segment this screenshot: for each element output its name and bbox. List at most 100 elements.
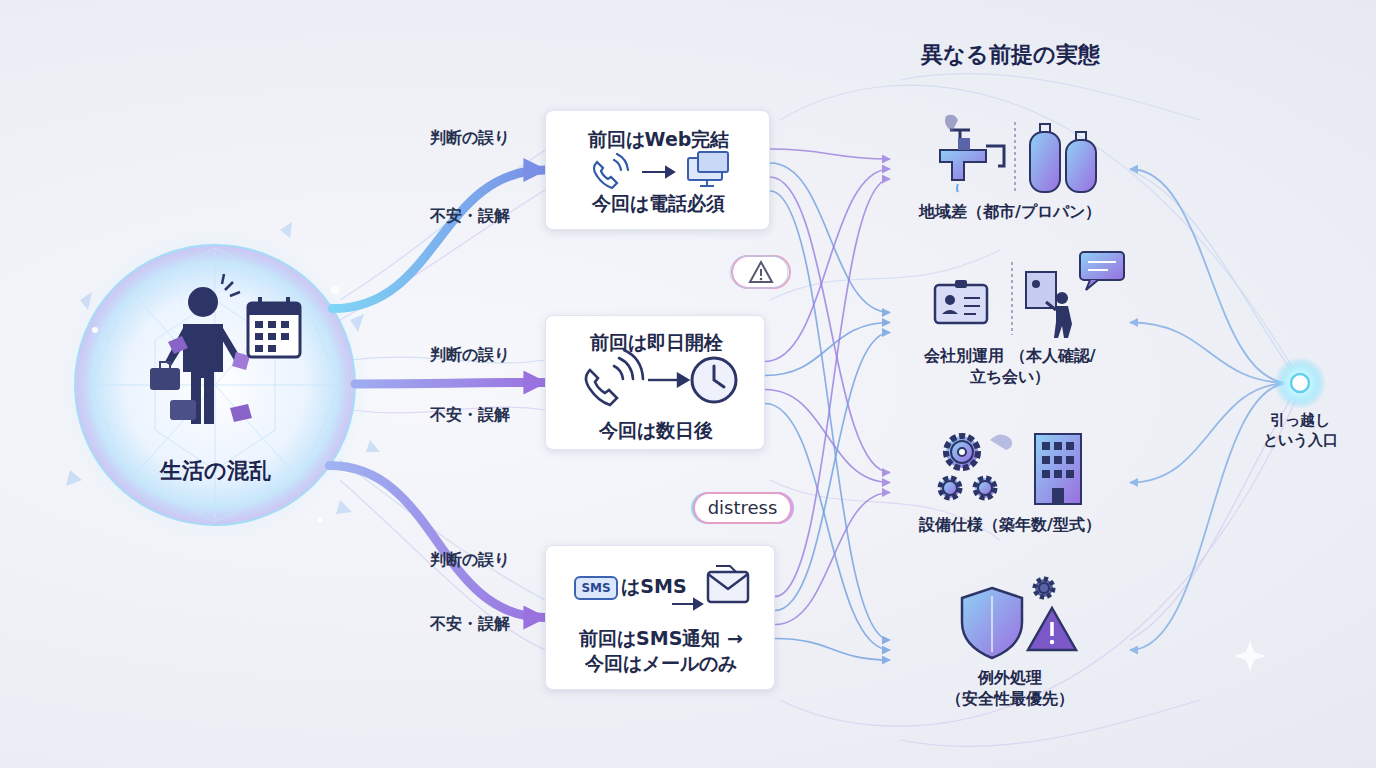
- clock-icon: [692, 358, 736, 402]
- gear-icon-part: [1035, 579, 1053, 597]
- calendar-icon-part-part: [281, 333, 289, 340]
- sphere-graphic-part-part: [92, 327, 98, 333]
- node-text: 今回は電話必須: [546, 191, 771, 216]
- building-icon-part-part: [1052, 488, 1064, 504]
- person-icon-part: [170, 400, 196, 420]
- person-icon: [150, 274, 252, 424]
- calendar-icon-part: [286, 297, 290, 307]
- building-icon-part-part: [1054, 456, 1062, 464]
- case-box: 前回は即日開栓今回は数日後: [545, 315, 765, 450]
- gear-icon-part: [990, 434, 1012, 450]
- faucet-icon-part: [958, 138, 970, 150]
- faucet-icon-part: [940, 150, 986, 180]
- node-text: 例外処理 （安全性最優先）: [920, 668, 1100, 710]
- warning-pill-part: [730, 256, 788, 288]
- propane-tank-icon-part: [1066, 140, 1096, 192]
- arrow-symbol-part: [648, 379, 678, 381]
- decor-curves-part: [780, 390, 1300, 726]
- gear-icon-part: [951, 441, 973, 463]
- decor-curves-part: [340, 480, 545, 650]
- monitor-icon-part: [688, 158, 722, 180]
- building-icon-part-part: [1042, 456, 1050, 464]
- envelope-icon-part: [716, 566, 736, 572]
- category-group: 会社別運用 （本人確認/立ち会い）: [890, 250, 1130, 395]
- propane-tank-icon-part: [1040, 124, 1086, 140]
- clock-icon-part: [714, 366, 724, 387]
- arrow-symbol-part: [694, 599, 702, 609]
- calendar-icon-part-part: [255, 345, 263, 352]
- arrow-symbol-part: [672, 603, 694, 605]
- connector: [765, 390, 890, 483]
- connector: [770, 163, 890, 313]
- sphere-graphic: [57, 222, 380, 543]
- staff-visit-icon-part: [1026, 272, 1056, 308]
- diagram-title: 異なる前提の実態: [875, 40, 1145, 70]
- connector: [765, 404, 890, 651]
- connector: [329, 466, 545, 618]
- clock-icon-part: [692, 358, 736, 402]
- connector: [775, 493, 890, 625]
- person-icon-part: [150, 368, 180, 390]
- building-icon-part-part: [1066, 456, 1074, 464]
- faucet-icon-part: [950, 130, 970, 138]
- warning-pill-part: [732, 256, 790, 288]
- entry-dot: [1274, 357, 1326, 409]
- building-icon-part-part: [1054, 470, 1062, 478]
- decor-curves-part: [1130, 170, 1300, 383]
- connector: [775, 333, 890, 611]
- staff-visit-icon-part: [1046, 302, 1056, 310]
- building-icon-part-part: [1054, 442, 1062, 450]
- calendar-icon: [248, 297, 300, 357]
- person-icon-part: [188, 287, 218, 317]
- sphere-graphic-part-part: [80, 292, 92, 310]
- connector: [1130, 383, 1290, 650]
- warning-icon-part: [1050, 640, 1054, 644]
- arrow-label: 不安・誤解: [412, 206, 528, 227]
- calendar-icon-part: [248, 303, 300, 357]
- node-text: 設備仕様（築年数/型式）: [890, 515, 1130, 536]
- warning-icon-part: [1028, 608, 1076, 650]
- connector: [1130, 323, 1290, 384]
- staff-visit-icon-part: [1056, 292, 1068, 304]
- case-box: SMSはSMS前回はSMS通知 →今回はメールのみ: [545, 545, 775, 690]
- arrow-symbol-part: [678, 374, 688, 386]
- id-card-icon-part: [945, 295, 955, 305]
- calendar-icon-part: [248, 303, 300, 315]
- building-icon: [1035, 434, 1081, 504]
- sphere-graphic-part-part: [280, 222, 292, 238]
- gear-icon: [940, 434, 1012, 498]
- node-text: 前回はWeb完結: [546, 127, 771, 152]
- connector: [770, 149, 890, 159]
- node-text: はSMS: [618, 574, 690, 599]
- envelope-icon: [708, 566, 748, 602]
- decor-curves-part: [350, 407, 545, 413]
- building-icon-part-part: [1042, 470, 1050, 478]
- arrow-symbol: [642, 167, 674, 177]
- id-card-icon: [935, 280, 987, 323]
- monitor-icon-part: [698, 152, 728, 172]
- arrow-symbol-part: [642, 171, 666, 173]
- calendar-icon-part: [255, 321, 289, 352]
- id-card-icon-part: [955, 280, 967, 288]
- node-text: 前回はSMS通知 →今回はメールのみ: [556, 626, 766, 675]
- id-card-icon-part: [964, 298, 980, 314]
- connector: [775, 179, 890, 597]
- arrow-symbol: [672, 599, 702, 609]
- monitor-icon: [688, 152, 728, 186]
- person-icon-part: [221, 328, 241, 362]
- connector: [775, 639, 890, 661]
- entry-point: 引っ越し という入口: [1290, 373, 1310, 393]
- entry-dot-part: [1291, 374, 1309, 392]
- node-text: 引っ越し という入口: [1245, 411, 1355, 450]
- person-icon-part: [222, 274, 240, 296]
- connector: [1130, 169, 1290, 383]
- node-text: 生活の混乱: [75, 457, 355, 486]
- arrow-label: 判断の誤り: [412, 128, 528, 149]
- staff-visit-icon-part: [1054, 306, 1072, 338]
- category-group: 例外処理 （安全性最優先）: [890, 580, 1130, 720]
- arrow-label: 判断の誤り: [412, 550, 528, 571]
- calendar-icon-part-part: [268, 321, 276, 328]
- sphere-graphic-part: [66, 222, 380, 514]
- staff-visit-icon-part: [1032, 280, 1040, 288]
- node-text: 会社別運用 （本人確認/立ち会い）: [900, 346, 1120, 388]
